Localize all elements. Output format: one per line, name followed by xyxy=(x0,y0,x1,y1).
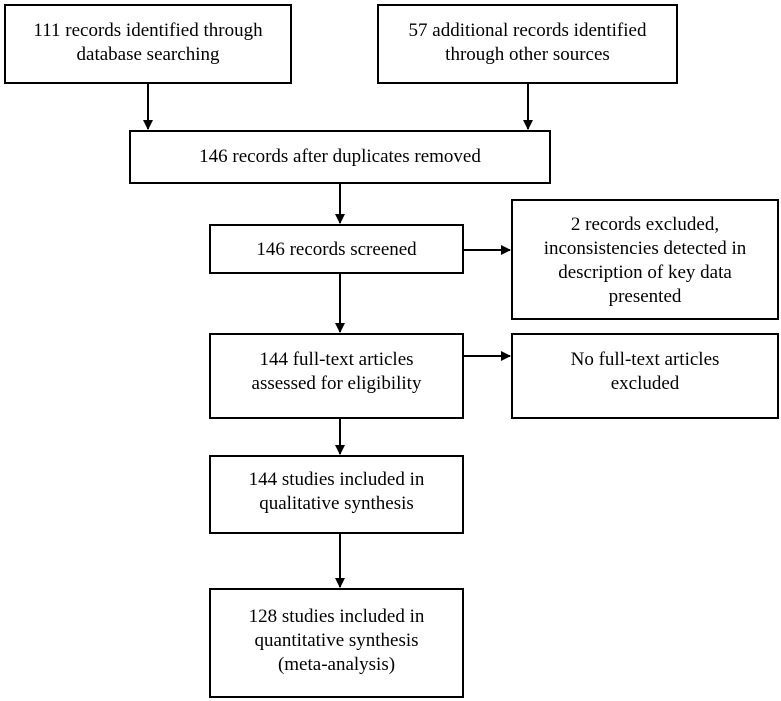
records-other-sources-box: 57 additional records identified through… xyxy=(377,4,678,84)
records-database-box: 111 records identified through database … xyxy=(4,4,292,84)
fulltext-excluded-box: No full-text articles excluded xyxy=(511,333,779,419)
fulltext-assessed-box: 144 full-text articles assessed for elig… xyxy=(209,333,464,419)
box-text-line: (meta-analysis) xyxy=(277,654,396,675)
box-text-line: 146 records screened xyxy=(256,239,417,260)
box-text-line: 57 additional records identified xyxy=(408,20,647,41)
box-text-line: 144 studies included in xyxy=(248,469,425,490)
quantitative-synthesis-box: 128 studies included in quantitative syn… xyxy=(209,588,464,698)
box-text-line: database searching xyxy=(76,44,220,65)
records-screened-box: 146 records screened xyxy=(209,224,464,274)
box-text-line: excluded xyxy=(610,373,680,394)
box-text-line: presented xyxy=(608,286,682,307)
box-text-line: assessed for eligibility xyxy=(251,373,422,394)
box-text-line: description of key data xyxy=(558,262,732,283)
box-text-line: through other sources xyxy=(445,44,610,65)
box-text-line: inconsistencies detected in xyxy=(543,238,747,259)
box-text-line: 146 records after duplicates removed xyxy=(199,146,481,167)
box-text-line: 111 records identified through xyxy=(33,20,263,41)
box-text-line: qualitative synthesis xyxy=(259,493,414,514)
duplicates-removed-box: 146 records after duplicates removed xyxy=(129,130,551,184)
records-excluded-box: 2 records excluded, inconsistencies dete… xyxy=(511,199,779,320)
box-text-line: 144 full-text articles xyxy=(259,349,414,370)
box-text-line: quantitative synthesis xyxy=(254,630,419,651)
box-text-line: 128 studies included in xyxy=(248,606,425,627)
box-text-line: No full-text articles xyxy=(570,349,720,370)
box-text-line: 2 records excluded, xyxy=(570,214,720,235)
qualitative-synthesis-box: 144 studies included in qualitative synt… xyxy=(209,455,464,534)
